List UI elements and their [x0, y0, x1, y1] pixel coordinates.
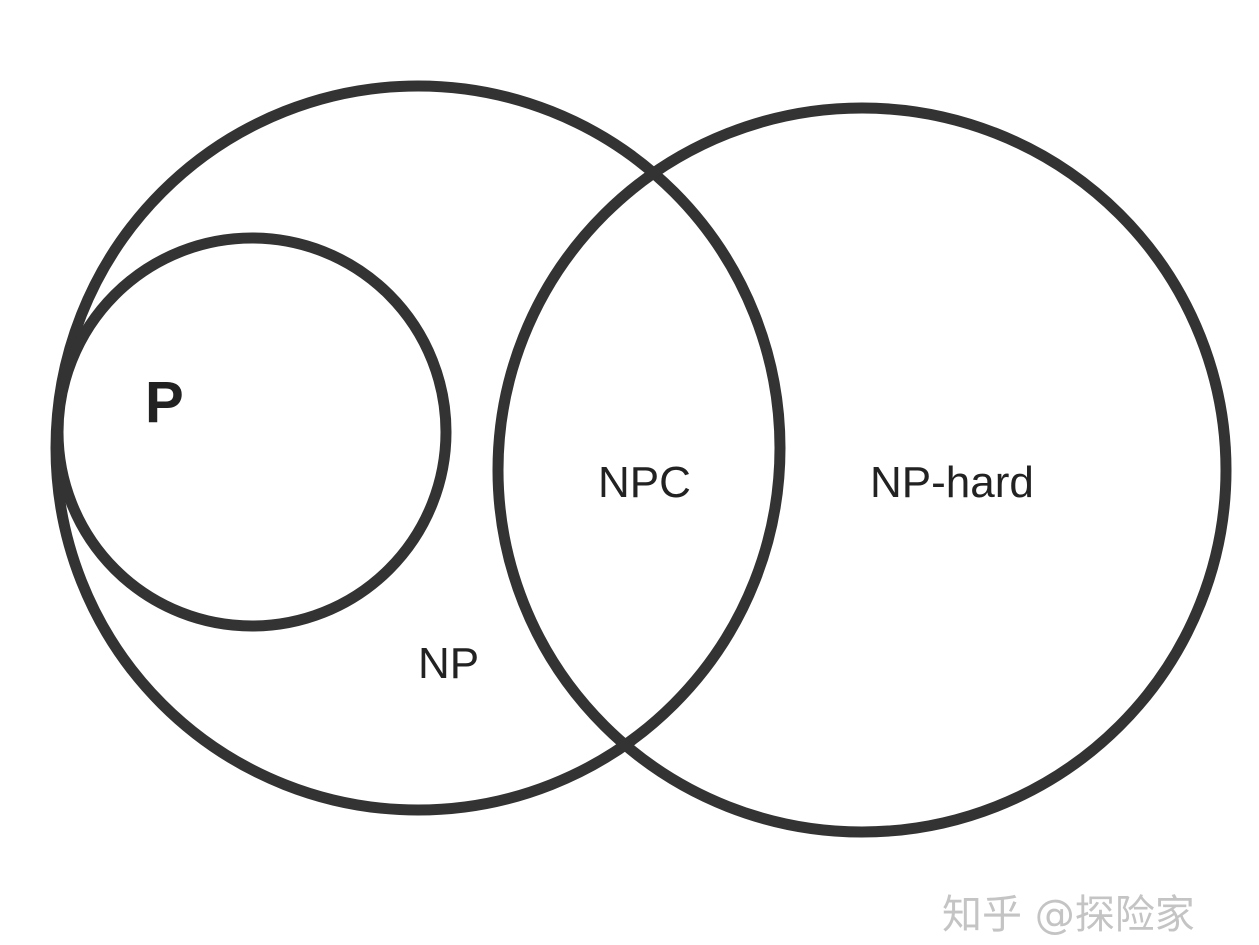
np-set-circle [50, 80, 786, 816]
np-hard-set-label: NP-hard [870, 458, 1034, 507]
npc-intersection-label: NPC [598, 458, 691, 507]
p-set-circle [52, 232, 452, 632]
p-set-label: P [145, 370, 184, 435]
np-hard-set-circle [492, 102, 1232, 838]
np-set-label: NP [418, 639, 479, 688]
source-watermark: 知乎 @探险家 [942, 892, 1195, 938]
